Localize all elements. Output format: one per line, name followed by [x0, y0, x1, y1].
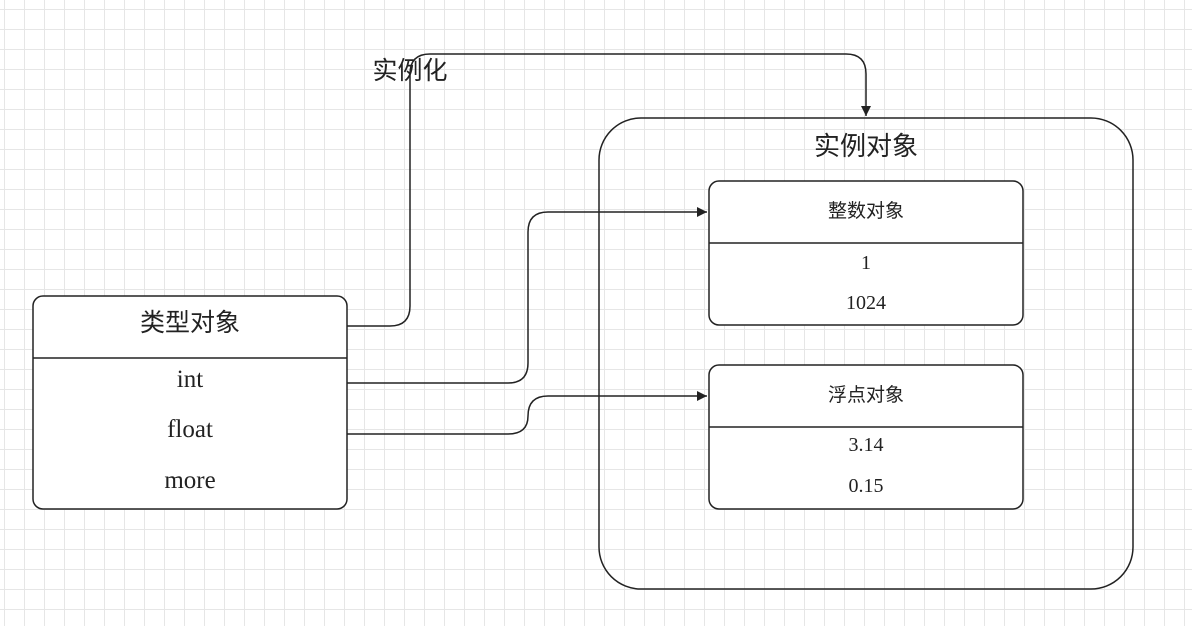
- container-title: 实例对象: [813, 132, 918, 162]
- int-object-box[interactable]: [708, 180, 1024, 326]
- float-item-0-15: 0.15: [848, 475, 884, 497]
- instantiate-label: 实例化: [372, 56, 448, 85]
- instantiate-connector[interactable]: [347, 53, 871, 327]
- int-item-1: 1: [861, 252, 871, 274]
- type-item-more: more: [164, 467, 216, 494]
- int-object-title: 整数对象: [827, 200, 904, 222]
- int-item-1024: 1024: [846, 292, 886, 314]
- float-object-title: 浮点对象: [827, 384, 904, 406]
- int-connector[interactable]: [347, 207, 707, 384]
- float-item-3-14: 3.14: [848, 434, 884, 456]
- float-object-box[interactable]: [708, 364, 1024, 510]
- type-object-title: 类型对象: [139, 308, 240, 337]
- type-item-float: float: [167, 416, 213, 443]
- instance-container[interactable]: [598, 117, 1134, 590]
- type-item-int: int: [176, 366, 204, 393]
- float-connector[interactable]: [347, 391, 707, 435]
- type-object-box[interactable]: [32, 295, 348, 510]
